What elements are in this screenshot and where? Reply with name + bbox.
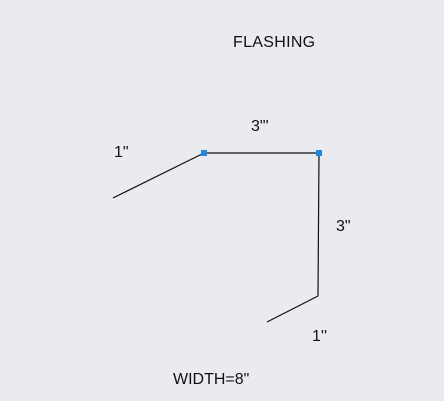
right-dimension-label: 3"	[336, 218, 351, 235]
bottom-hem-segment	[266, 295, 319, 323]
width-note: WIDTH=8"	[173, 371, 249, 388]
left-hem-dimension-label: 1"	[114, 144, 129, 161]
diagram-title: FLASHING	[233, 34, 315, 51]
vertex-handle-right[interactable]	[316, 150, 322, 156]
top-dimension-label: 3"'	[251, 118, 269, 135]
right-segment	[317, 152, 320, 297]
left-hem-segment	[112, 152, 205, 199]
vertex-handle-left[interactable]	[201, 150, 207, 156]
bottom-hem-dimension-label: 1''	[312, 328, 327, 345]
